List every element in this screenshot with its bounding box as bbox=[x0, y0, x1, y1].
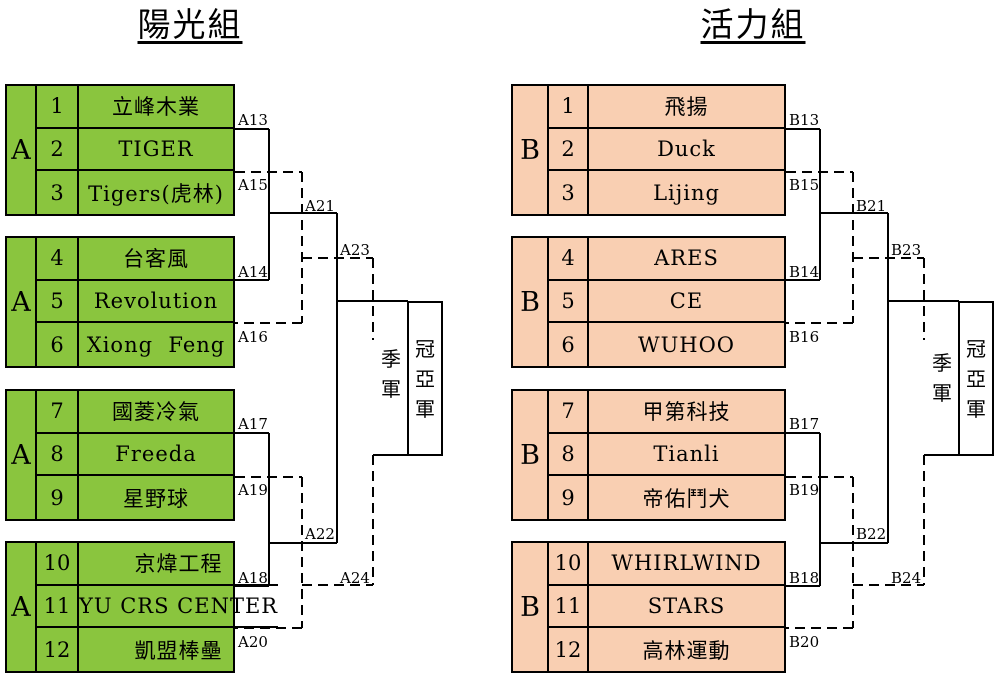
third-place-label: 季軍 bbox=[932, 351, 952, 405]
match-label: A22 bbox=[305, 525, 335, 543]
pool-letter: B bbox=[513, 238, 549, 366]
team-name: Xiong Feng bbox=[86, 332, 226, 357]
team-name: 台客風 bbox=[79, 238, 233, 281]
team-name: Lijing bbox=[653, 180, 720, 205]
pool-letter: A bbox=[7, 86, 37, 214]
pool-letter: A bbox=[7, 391, 37, 519]
team-name: 國菱冷氣 bbox=[79, 391, 233, 434]
match-label: B15 bbox=[789, 176, 820, 194]
pool-letter: B bbox=[513, 86, 549, 214]
match-label: B22 bbox=[856, 525, 887, 543]
pool-letter: A bbox=[7, 238, 37, 366]
team-name: 立峰木業 bbox=[79, 86, 233, 129]
match-label: A15 bbox=[238, 176, 268, 194]
team-name: Revolution bbox=[79, 281, 233, 324]
team-seed: 3 bbox=[549, 171, 589, 214]
team-name: Tianli bbox=[589, 434, 784, 477]
team-name: STARS bbox=[589, 586, 784, 629]
team-seed: 10 bbox=[37, 543, 79, 586]
team-name: Freeda bbox=[79, 434, 233, 477]
team-seed: 9 bbox=[37, 476, 79, 519]
team-seed: 11 bbox=[549, 585, 589, 629]
team-name: 京煒工程 bbox=[79, 543, 279, 586]
team-seed: 11 bbox=[37, 585, 79, 629]
team-seed: 7 bbox=[37, 391, 79, 434]
group-title: 陽光組 bbox=[137, 5, 243, 44]
team-name: Duck bbox=[589, 129, 784, 172]
final-label: 冠亞軍 bbox=[966, 336, 986, 421]
team-seed: 5 bbox=[37, 280, 79, 324]
team-seed: 2 bbox=[549, 128, 589, 172]
team-seed: 6 bbox=[549, 323, 589, 366]
match-label: B20 bbox=[789, 633, 820, 651]
team-seed: 6 bbox=[37, 323, 79, 366]
pool-letter: B bbox=[513, 543, 549, 671]
team-seed: 8 bbox=[37, 433, 79, 477]
match-label: B14 bbox=[789, 263, 820, 281]
final-box: 冠亞軍 bbox=[407, 301, 443, 456]
team-name: ARES bbox=[589, 238, 784, 281]
team-name: YU CRS CENTER bbox=[79, 586, 279, 629]
match-label: A16 bbox=[238, 328, 268, 346]
team-seed: 12 bbox=[549, 628, 589, 671]
pool-letter: B bbox=[513, 391, 549, 519]
match-label: A19 bbox=[238, 481, 268, 499]
team-seed: 1 bbox=[37, 86, 79, 129]
match-label: B19 bbox=[789, 481, 820, 499]
team-name: 高林運動 bbox=[642, 638, 731, 663]
third-place-label: 季軍 bbox=[381, 347, 401, 401]
team-name: 星野球 bbox=[123, 486, 189, 511]
match-label: A24 bbox=[340, 569, 370, 587]
team-seed: 4 bbox=[37, 238, 79, 281]
team-seed: 7 bbox=[549, 391, 589, 434]
team-name: 飛揚 bbox=[589, 86, 784, 129]
team-seed: 12 bbox=[37, 628, 79, 671]
match-label: B16 bbox=[789, 328, 820, 346]
team-name: 甲第科技 bbox=[589, 391, 784, 434]
team-name: WUHOO bbox=[637, 332, 736, 357]
match-label: B18 bbox=[789, 569, 820, 587]
match-label: B13 bbox=[789, 111, 820, 129]
team-seed: 4 bbox=[549, 238, 589, 281]
team-name: CE bbox=[589, 281, 784, 324]
team-name: 凱盟棒壘 bbox=[134, 638, 223, 663]
team-name: TIGER bbox=[79, 129, 233, 172]
team-name: Tigers(虎林) bbox=[88, 181, 224, 206]
match-label: B21 bbox=[856, 197, 887, 215]
team-seed: 8 bbox=[549, 433, 589, 477]
match-label: A20 bbox=[238, 633, 268, 651]
final-box: 冠亞軍 bbox=[958, 301, 994, 456]
team-seed: 10 bbox=[549, 543, 589, 586]
match-label: B17 bbox=[789, 415, 820, 433]
final-label: 冠亞軍 bbox=[415, 336, 435, 421]
team-seed: 1 bbox=[549, 86, 589, 129]
match-label: A14 bbox=[238, 263, 268, 281]
team-name: WHIRLWIND bbox=[589, 543, 784, 586]
pool-letter: A bbox=[7, 543, 37, 671]
team-seed: 5 bbox=[549, 280, 589, 324]
match-label: A13 bbox=[238, 111, 268, 129]
team-seed: 9 bbox=[549, 476, 589, 519]
match-label: A21 bbox=[305, 197, 335, 215]
team-seed: 2 bbox=[37, 128, 79, 172]
team-name: 帝佑鬥犬 bbox=[642, 486, 731, 511]
match-label: B23 bbox=[891, 241, 922, 259]
match-label: B24 bbox=[891, 569, 922, 587]
team-seed: 3 bbox=[37, 171, 79, 214]
match-label: A23 bbox=[340, 241, 370, 259]
match-label: A17 bbox=[238, 415, 268, 433]
match-label: A18 bbox=[238, 569, 268, 587]
group-title: 活力組 bbox=[700, 5, 806, 44]
